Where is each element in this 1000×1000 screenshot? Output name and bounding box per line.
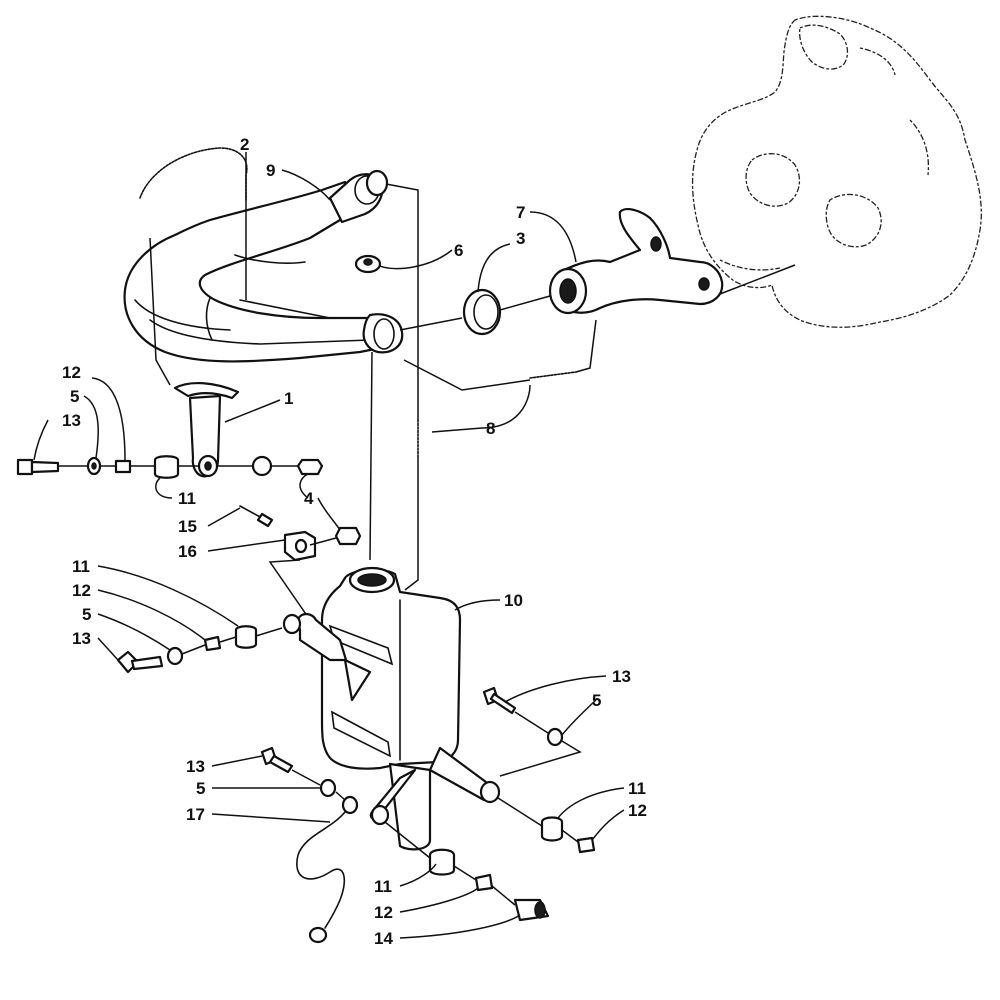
- callout-11-bottom: 11: [374, 877, 392, 896]
- middle-hardware-row: [116, 625, 283, 674]
- right-hardware: [482, 686, 596, 854]
- callout-5-right: 5: [592, 691, 601, 710]
- callout-8: 8: [486, 419, 495, 438]
- callout-leaders: [33, 152, 625, 939]
- bracket-hardware: [239, 505, 362, 621]
- expansion-chamber: [123, 169, 404, 363]
- callout-3: 3: [516, 229, 525, 248]
- callout-13-mid: 13: [72, 629, 91, 648]
- mount-bracket: [173, 381, 240, 478]
- callout-10: 10: [504, 591, 523, 610]
- callout-12-top: 12: [62, 363, 81, 382]
- assembly-lines: [149, 183, 796, 591]
- callout-17: 17: [186, 805, 205, 824]
- callout-6: 6: [454, 241, 463, 260]
- chamber-spring: [139, 147, 248, 201]
- callout-12-right: 12: [628, 801, 647, 820]
- callout-5-mid: 5: [82, 605, 91, 624]
- bottom-hardware: [260, 746, 550, 944]
- callout-4: 4: [304, 489, 314, 508]
- callout-12-bottom: 12: [374, 903, 393, 922]
- callout-1: 1: [284, 389, 293, 408]
- callout-13-right: 13: [612, 667, 631, 686]
- springs: [417, 371, 577, 457]
- callout-13-top: 13: [62, 411, 81, 430]
- callout-11-right: 11: [628, 779, 646, 798]
- engine-outline: [691, 15, 982, 328]
- callout-9: 9: [266, 161, 275, 180]
- muffler: [282, 566, 501, 851]
- grommet: [354, 254, 382, 274]
- callout-7: 7: [516, 203, 525, 222]
- callout-13-bottom: 13: [186, 757, 205, 776]
- callout-2: 2: [240, 135, 249, 154]
- exhaust-manifold: [548, 208, 724, 315]
- callout-5-top: 5: [70, 387, 79, 406]
- callout-5-bottom: 5: [196, 779, 205, 798]
- left-hardware-row: [16, 455, 324, 479]
- callout-11-mid: 11: [72, 557, 90, 576]
- callout-12-mid: 12: [72, 581, 91, 600]
- seal-ring: [462, 288, 502, 336]
- callout-16: 16: [178, 542, 197, 561]
- callout-labels: 2 9 7 3 6 1 8 12 5 13 11 4 15 16 11 12 5…: [62, 135, 647, 948]
- callout-11-top: 11: [178, 489, 196, 508]
- callout-14: 14: [374, 929, 393, 948]
- callout-15: 15: [178, 517, 197, 536]
